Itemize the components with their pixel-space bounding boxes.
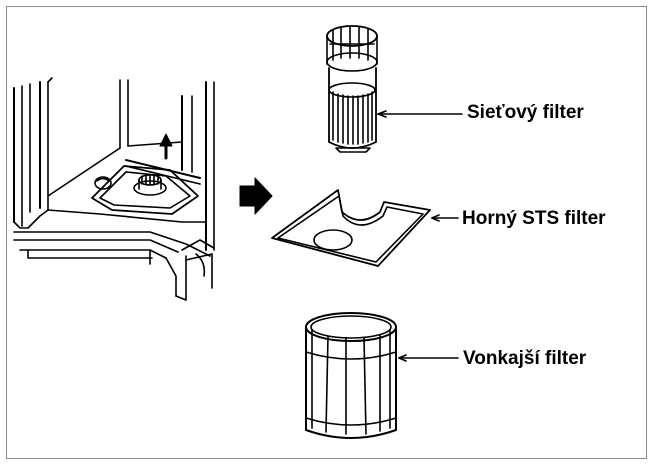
mesh-filter-part bbox=[326, 25, 378, 153]
outer-filter-callout-line bbox=[398, 354, 459, 362]
arrow-up-icon bbox=[159, 133, 173, 160]
mesh-filter-label: Sieťový filter bbox=[467, 102, 584, 123]
dishwasher-interior bbox=[13, 77, 215, 301]
upper-sts-filter-label: Horný STS filter bbox=[462, 208, 606, 229]
arrow-right-icon bbox=[239, 177, 273, 215]
outer-filter-part bbox=[305, 312, 397, 439]
upper-sts-filter-part bbox=[271, 189, 431, 267]
upper-sts-filter-callout-line bbox=[431, 214, 459, 222]
mesh-filter-callout-line bbox=[377, 110, 463, 118]
outer-filter-label: Vonkajší filter bbox=[463, 348, 587, 369]
